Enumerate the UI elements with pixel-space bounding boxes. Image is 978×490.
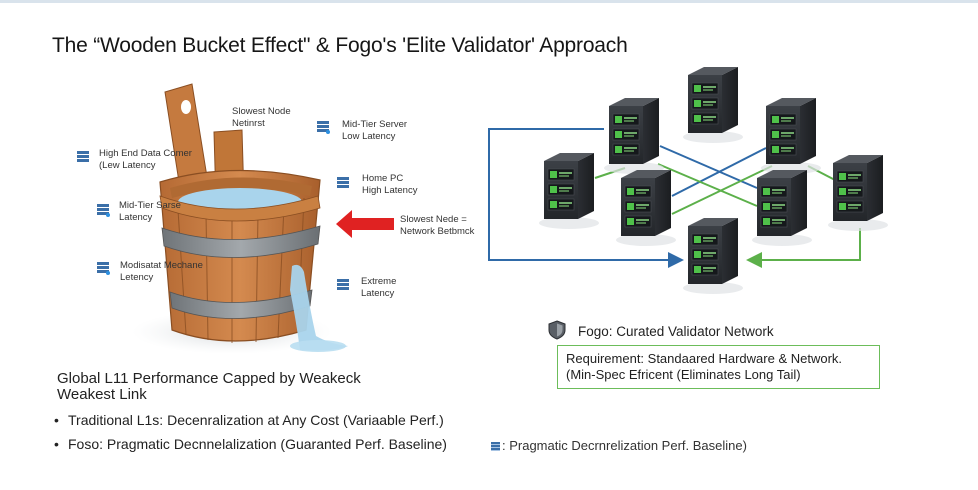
legend-server-icon [491, 442, 500, 451]
server-icon [337, 279, 349, 290]
rack-server-icon [761, 98, 821, 174]
top-border [0, 0, 978, 3]
blue-link [671, 147, 767, 197]
rack-server-icon [828, 155, 888, 231]
requirement-line-2: (Min-Spec Efricent (Eliminates Long Tail… [566, 367, 801, 382]
shield-icon [548, 320, 566, 340]
comparison-bullets: •Traditional L1s: Decenralization at Any… [54, 412, 447, 460]
bucket-caption: Global L11 Performance Capped by Weakeck… [57, 371, 361, 403]
label-slowest-node: Slowest Node Netinrst [232, 106, 291, 129]
bullet-dot: • [54, 412, 59, 428]
rack-server-icon [683, 67, 743, 143]
server-icon [317, 121, 330, 134]
bottleneck-arrow-icon [336, 210, 394, 238]
rack-server-icon [683, 218, 743, 294]
bucket-band-bottom [169, 289, 313, 319]
bucket-rim [170, 177, 312, 198]
network-title: Fogo: Curated Validator Network [578, 324, 774, 339]
bullet-dot: • [54, 436, 59, 452]
leaking-water [290, 264, 348, 351]
server-icon [97, 262, 110, 275]
bullet-item: •Foso: Pragmatic Decnnelalization (Guara… [54, 436, 447, 452]
server-icon [337, 177, 349, 188]
validator-network [488, 128, 861, 268]
bucket-band-top [161, 225, 321, 258]
green-link [671, 165, 773, 215]
stave-hole [181, 100, 191, 114]
server-group [539, 67, 888, 294]
page-title: The “Wooden Bucket Effect" & Fogo's 'Eli… [52, 34, 628, 57]
caption-line-2: Weakest Link [57, 386, 147, 403]
wooden-bucket [132, 83, 348, 354]
blue-link-loop [488, 128, 684, 268]
label-mid-tier-server-top: Mid-Tier Server Low Latency [342, 119, 408, 142]
bullet-item: •Traditional L1s: Decenralization at Any… [54, 412, 444, 428]
label-home-pc: Home PC High Latency [362, 173, 418, 196]
rack-server-icon [616, 170, 676, 246]
server-icon [77, 151, 89, 162]
label-network-bottleneck: Slowest Nede = Network Betbmck [400, 214, 475, 237]
green-link [657, 163, 758, 207]
label-high-end-data-center: High End Data Comer (Lew Latency [99, 148, 192, 171]
label-mid-tier-server-left: Mid-Tier Sarse Latency [119, 200, 181, 223]
rack-server-icon [539, 153, 599, 229]
rack-server-icon [604, 98, 664, 174]
caption-line-1: Global L11 Performance Capped by Weakeck [57, 370, 361, 387]
blue-link [659, 145, 758, 189]
green-link-loop [746, 228, 861, 268]
rack-server-icon [752, 170, 812, 246]
label-extreme-latency: Extreme Latency [361, 276, 397, 299]
server-icon [97, 204, 110, 217]
label-moderate-machine: Modisatat Mechane Letency [120, 260, 203, 283]
legend-note: : Pragmatic Decrnrelization Perf. Baseli… [491, 438, 747, 453]
requirement-box: Requirement: Standaared Hardware & Netwo… [557, 345, 880, 389]
requirement-line-1: Requirement: Standaared Hardware & Netwo… [566, 351, 843, 366]
